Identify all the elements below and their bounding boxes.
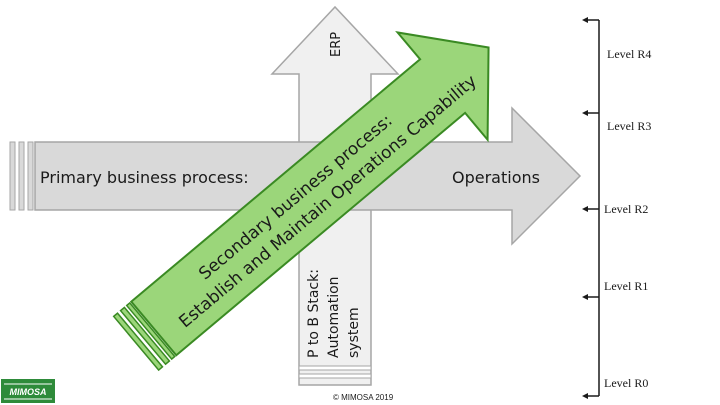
vertical-stack-label: P to B Stack: Automation system <box>306 269 362 358</box>
erp-label: ERP <box>329 32 344 57</box>
logo-text: MIMOSA <box>10 387 47 397</box>
secondary-arrow-shape <box>129 31 490 357</box>
secondary-arrow-tail-stripe <box>112 312 164 372</box>
stack-label-line: P to B Stack: <box>306 269 322 358</box>
level-tick <box>582 393 599 399</box>
erp-arrow-base-stripe <box>298 365 372 371</box>
level-label-r4: Level R4 <box>607 47 651 61</box>
stack-label-line: Automation <box>326 276 342 358</box>
secondary-arrow-tail-stripe <box>119 306 171 366</box>
stack-label-line: system <box>346 307 362 358</box>
secondary-arrow-tail-stripe <box>125 301 176 361</box>
erp-arrow-base-stripe <box>298 373 372 379</box>
level-label-r3: Level R3 <box>607 119 651 133</box>
operations-label: Operations <box>452 168 540 187</box>
primary-process-label: Primary business process: <box>40 168 249 187</box>
level-tick <box>582 110 599 116</box>
primary-arrow-tail-stripe <box>9 141 16 211</box>
level-scale: Level R4 Level R3 Level R2 Level R1 Leve… <box>582 17 651 399</box>
level-label-r1: Level R1 <box>604 279 648 293</box>
copyright-text: © MIMOSA 2019 <box>333 393 394 402</box>
level-label-r2: Level R2 <box>604 202 648 216</box>
level-label-r0: Level R0 <box>604 376 648 390</box>
level-tick <box>582 294 599 300</box>
level-tick <box>582 17 599 23</box>
level-tick <box>582 206 599 212</box>
primary-arrow-tail-stripe <box>18 141 25 211</box>
primary-arrow-tail-stripe <box>27 141 34 211</box>
mimosa-logo: MIMOSA <box>1 379 55 403</box>
